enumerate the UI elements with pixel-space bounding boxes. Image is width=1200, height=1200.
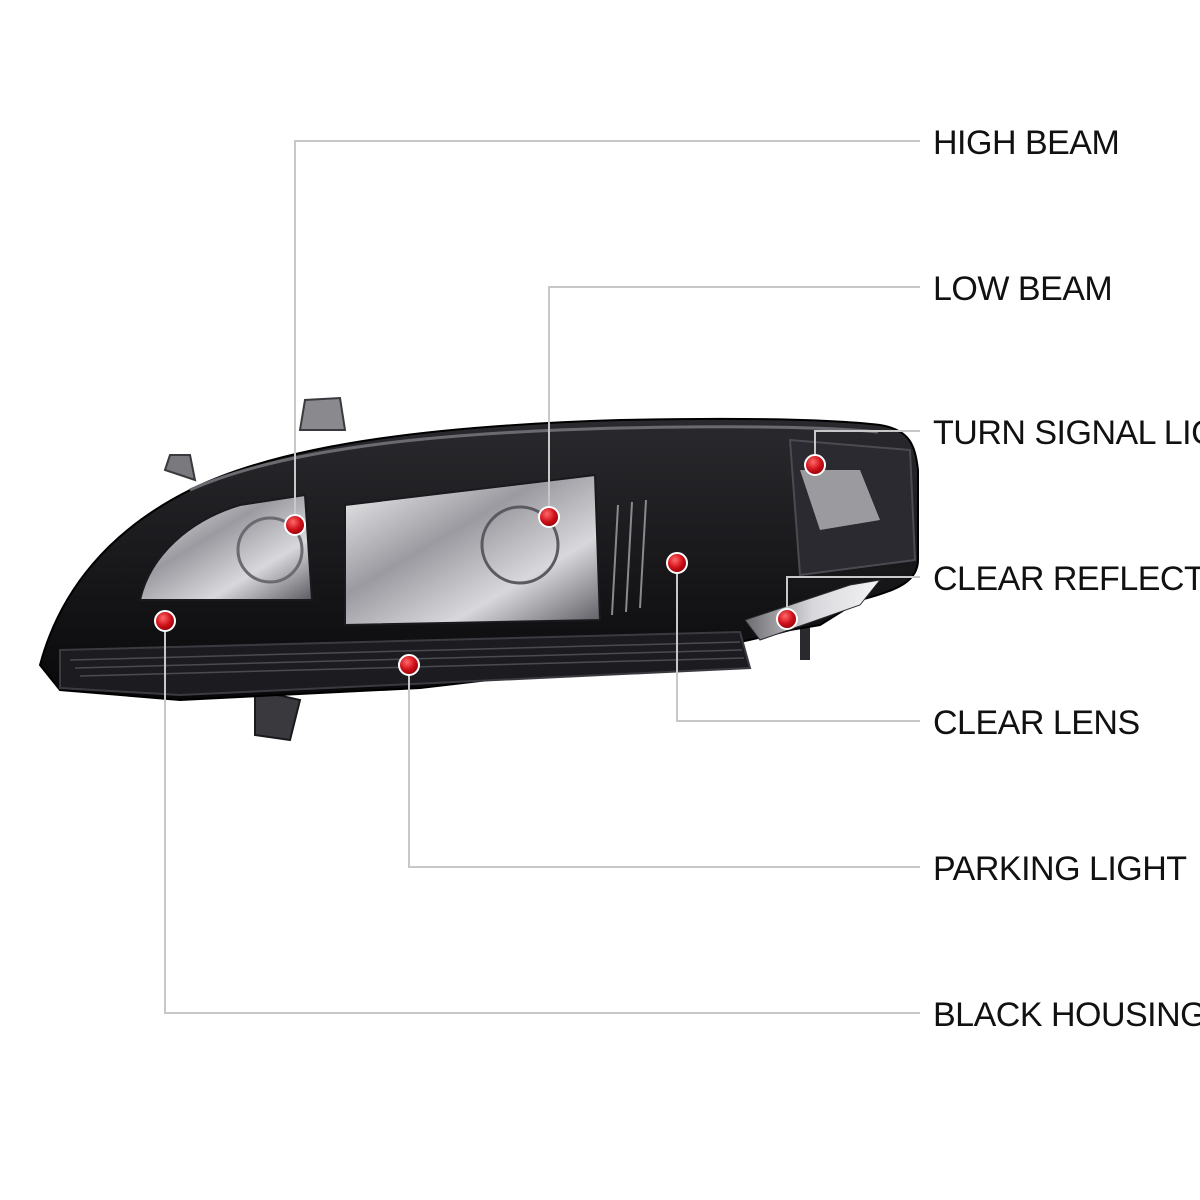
leader-line-black-housing	[164, 621, 920, 1014]
label-high-beam: HIGH BEAM	[933, 124, 1119, 162]
leader-line-parking-light	[408, 665, 920, 868]
bottom-post	[800, 620, 810, 660]
label-low-beam: LOW BEAM	[933, 270, 1112, 308]
marker-low-beam	[538, 506, 560, 528]
leader-line-high-beam	[294, 140, 920, 525]
headlight-assembly-image	[38, 396, 919, 742]
turn-signal-bulb-glow	[800, 470, 880, 530]
label-turn-signal-light: TURN SIGNAL LIGHT	[933, 414, 1200, 452]
marker-parking-light	[398, 654, 420, 676]
label-clear-reflector: CLEAR REFLECTOR	[933, 560, 1200, 598]
marker-black-housing	[154, 610, 176, 632]
leader-line-turn-signal-light	[814, 430, 920, 465]
label-clear-lens: CLEAR LENS	[933, 704, 1140, 742]
marker-clear-reflector	[776, 608, 798, 630]
bottom-mount-tab	[254, 688, 302, 742]
label-black-housing: BLACK HOUSING	[933, 996, 1200, 1034]
marker-turn-signal-light	[804, 454, 826, 476]
leader-lines	[164, 140, 920, 1014]
marker-clear-lens	[666, 552, 688, 574]
high-beam-reflector	[138, 493, 314, 601]
high-beam-bulb-ring	[236, 516, 304, 584]
marker-high-beam	[284, 514, 306, 536]
left-mount-tab	[163, 454, 197, 482]
inner-fins	[611, 499, 647, 616]
top-mount-tab	[298, 396, 347, 431]
leader-line-clear-lens	[676, 563, 920, 722]
low-beam-bulb-ring	[480, 505, 560, 585]
low-beam-reflector	[344, 473, 602, 627]
leader-line-clear-reflector	[786, 576, 920, 619]
leader-line-low-beam	[548, 286, 920, 517]
label-parking-light: PARKING LIGHT	[933, 850, 1187, 888]
callout-labels: HIGH BEAM LOW BEAM TURN SIGNAL LIGHT CLE…	[933, 124, 1200, 1034]
callout-markers	[154, 454, 826, 676]
upper-trim	[189, 425, 879, 492]
